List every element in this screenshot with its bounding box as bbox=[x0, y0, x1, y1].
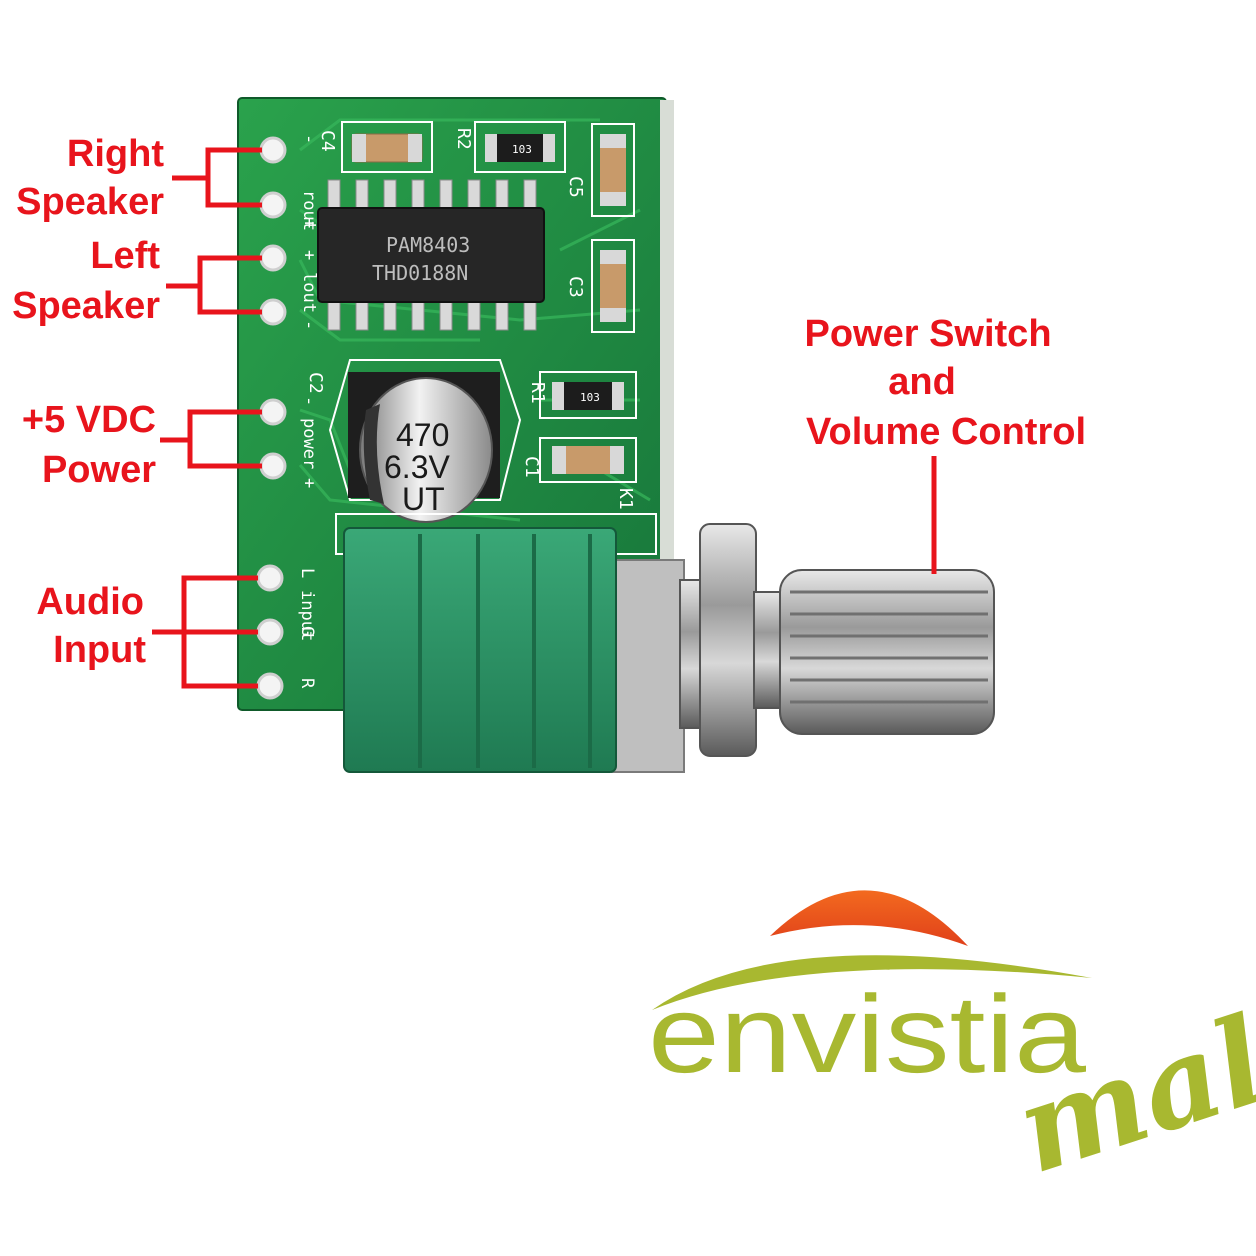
label-right-speaker-1: Right bbox=[67, 133, 164, 175]
pin-pad bbox=[259, 298, 287, 326]
silk-rout: rout bbox=[299, 190, 319, 231]
silk-c2: C2 bbox=[305, 372, 326, 394]
smd-capacitor-c5 bbox=[600, 134, 626, 206]
label-power-switch-3: Volume Control bbox=[806, 411, 1086, 453]
smd-cap-end bbox=[610, 446, 624, 474]
chip-label-line1: PAM8403 bbox=[386, 233, 470, 257]
silk-outline-r2 bbox=[474, 121, 566, 173]
label-power-1: +5 VDC bbox=[22, 399, 156, 441]
smd-cap-end bbox=[552, 446, 566, 474]
silk-lout: lout bbox=[299, 272, 319, 313]
silk-c4: C4 bbox=[317, 130, 338, 152]
silk-minus-3: - bbox=[299, 396, 319, 406]
capacitor-series: UT bbox=[402, 481, 445, 517]
smd-cap-end bbox=[408, 134, 422, 162]
smd-cap-end bbox=[352, 134, 366, 162]
smd-res-end bbox=[543, 134, 555, 162]
callout-leaders bbox=[152, 147, 937, 689]
smd-res-end bbox=[552, 382, 564, 410]
silk-minus-1: - bbox=[299, 134, 319, 144]
label-audio-input-2: Input bbox=[53, 629, 146, 671]
silk-power: power bbox=[299, 418, 319, 469]
pin-pad bbox=[256, 564, 284, 592]
label-audio-input-1: Audio bbox=[36, 581, 144, 623]
silk-minus-2: - bbox=[299, 320, 319, 330]
capacitor-base-outline bbox=[328, 359, 522, 501]
pin-silkscreen: rout - + + lout - - power + L input G R bbox=[297, 134, 319, 689]
label-right-speaker-2: Speaker bbox=[16, 181, 164, 223]
silk-r2: R2 bbox=[453, 128, 474, 150]
silk-c3: C3 bbox=[565, 276, 586, 298]
leader-left-speaker bbox=[166, 255, 262, 315]
silk-r1: R1 bbox=[527, 382, 548, 404]
silk-outline-c1 bbox=[539, 437, 637, 483]
smd-res-end bbox=[612, 382, 624, 410]
label-power-2: Power bbox=[42, 449, 156, 491]
pin-pad bbox=[259, 398, 287, 426]
label-power-switch-2: and bbox=[888, 361, 956, 403]
label-power-switch-1: Power Switch bbox=[804, 313, 1051, 355]
pot-hex-nut bbox=[699, 523, 757, 757]
pcb-shadow-edge bbox=[660, 100, 674, 700]
pin-pad bbox=[259, 452, 287, 480]
pot-bracket bbox=[611, 559, 685, 773]
smd-capacitor-c3 bbox=[600, 250, 626, 322]
pin-pad bbox=[256, 672, 284, 700]
label-left-speaker-1: Left bbox=[90, 235, 160, 277]
knob-knurling bbox=[790, 590, 988, 704]
silk-outline-c3 bbox=[591, 239, 635, 333]
leader-audio-input bbox=[152, 575, 258, 689]
resistor-code-r1: 103 bbox=[580, 391, 600, 404]
label-left-speaker-2: Speaker bbox=[12, 285, 160, 327]
smd-cap-end bbox=[600, 308, 626, 322]
smd-cap-end bbox=[600, 134, 626, 148]
silk-outline-c4 bbox=[341, 121, 433, 173]
silk-k1: K1 bbox=[615, 488, 636, 510]
power-volume-knob-shaft[interactable] bbox=[779, 569, 995, 735]
smd-cap-end bbox=[600, 250, 626, 264]
resistor-code-r2: 103 bbox=[512, 143, 532, 156]
leader-power bbox=[160, 409, 262, 469]
silk-R: R bbox=[297, 678, 317, 689]
chip-label-line2: THD0188N bbox=[372, 261, 468, 285]
amplifier-chip bbox=[317, 207, 545, 303]
silk-plus-3: + bbox=[299, 478, 319, 488]
silk-plus-1: + bbox=[299, 218, 319, 228]
silk-outline-c5 bbox=[591, 123, 635, 217]
silk-G: G bbox=[297, 626, 317, 636]
capacitor-stripe bbox=[363, 404, 384, 504]
callout-labels: Right Speaker Left Speaker +5 VDC Power … bbox=[12, 133, 1086, 671]
silk-c5: C5 bbox=[565, 176, 586, 198]
logo-sun-icon bbox=[770, 890, 968, 946]
chip-leads bbox=[327, 179, 537, 331]
smd-capacitor-c1 bbox=[552, 446, 624, 474]
silk-L: L bbox=[297, 568, 317, 578]
smd-cap-end bbox=[600, 192, 626, 206]
component-silkscreen: C4 R2 C5 C3 C2 R1 C1 K1 bbox=[305, 128, 636, 510]
pin-pad bbox=[259, 191, 287, 219]
leader-right-speaker bbox=[172, 147, 262, 208]
silk-plus-2: + bbox=[299, 250, 319, 260]
silk-input: input bbox=[297, 590, 317, 641]
pin-pad bbox=[256, 618, 284, 646]
electrolytic-capacitor bbox=[359, 377, 493, 523]
silk-outline-r1 bbox=[539, 371, 637, 419]
pin-pad bbox=[259, 244, 287, 272]
capacitor-value: 470 bbox=[396, 417, 449, 453]
logo-swoosh-icon bbox=[652, 955, 1092, 1010]
silk-c1: C1 bbox=[521, 456, 542, 478]
brand-logo: envistia mall bbox=[648, 890, 1256, 1201]
logo-wordmark: envistia bbox=[648, 973, 1087, 1096]
smd-res-end bbox=[485, 134, 497, 162]
capacitor-voltage: 6.3V bbox=[384, 449, 450, 485]
pin-pad bbox=[259, 136, 287, 164]
